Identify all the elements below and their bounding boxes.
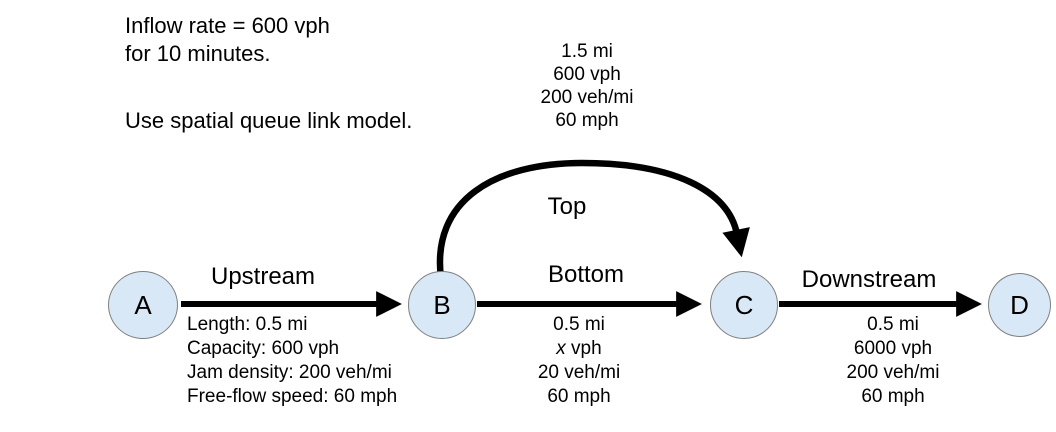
node-D: D xyxy=(988,273,1051,337)
downstream-link-capacity: 6000 vph xyxy=(853,338,933,359)
bottom-link-speed: 60 mph xyxy=(547,386,611,407)
top-link-speed: 60 mph xyxy=(555,110,619,131)
upstream-link-length: Length: 0.5 mi xyxy=(187,314,308,335)
top-arc-arrow xyxy=(436,159,750,279)
node-A: A xyxy=(108,271,178,339)
top-link-params: 1.5 mi 600 vph 200 veh/mi 60 mph xyxy=(487,40,687,132)
node-B: B xyxy=(408,271,476,339)
upstream-link-jam-density: Jam density: 200 veh/mi xyxy=(187,362,392,383)
node-C: C xyxy=(710,271,778,339)
downstream-link-label: Downstream xyxy=(801,266,937,293)
upstream-link-capacity: Capacity: 600 vph xyxy=(187,338,340,359)
top-link-jam-density: 200 veh/mi xyxy=(540,87,634,108)
bottom-link-flow-variable: x xyxy=(556,338,566,359)
top-link-capacity: 600 vph xyxy=(553,64,621,85)
bottom-link-flow-unit: vph xyxy=(565,338,602,359)
downstream-link-params: 0.5 mi 6000 vph 200 veh/mi 60 mph xyxy=(808,313,978,409)
bottom-link-params: 0.5 mi x vph 20 veh/mi 60 mph xyxy=(499,313,659,409)
model-note: Use spatial queue link model. xyxy=(125,108,413,133)
bottom-link-length: 0.5 mi xyxy=(553,314,605,335)
upstream-link-params: Length: 0.5 mi Capacity: 600 vph Jam den… xyxy=(187,313,397,409)
upstream-link-label: Upstream xyxy=(210,263,316,290)
downstream-link-jam-density: 200 veh/mi xyxy=(846,362,940,383)
inflow-note-line2: for 10 minutes. xyxy=(125,41,271,66)
inflow-note: Inflow rate = 600 vph for 10 minutes. xyxy=(125,12,330,68)
downstream-link-length: 0.5 mi xyxy=(867,314,919,335)
top-link-length: 1.5 mi xyxy=(561,41,613,62)
top-link-label: Top xyxy=(547,193,587,220)
bottom-link-label: Bottom xyxy=(547,261,625,288)
inflow-note-line1: Inflow rate = 600 vph xyxy=(125,13,330,38)
bottom-link-jam-density: 20 veh/mi xyxy=(537,362,621,383)
bottom-link-flow: x vph xyxy=(499,337,659,361)
upstream-link-speed: Free-flow speed: 60 mph xyxy=(187,386,398,407)
downstream-link-speed: 60 mph xyxy=(861,386,925,407)
